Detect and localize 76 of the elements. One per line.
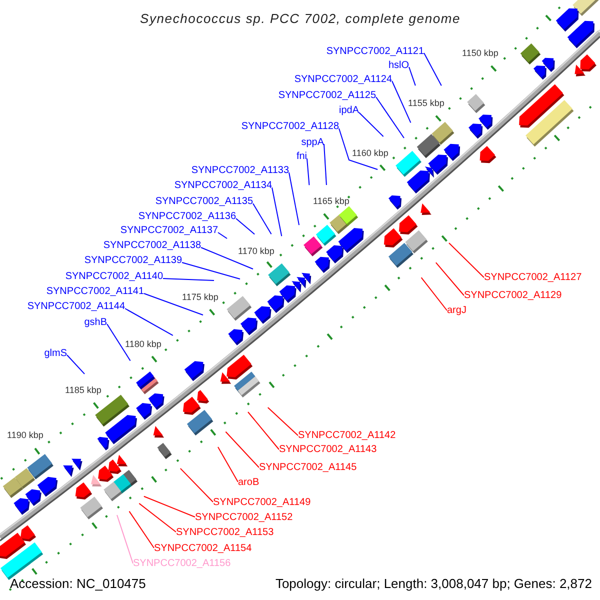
leader-line (392, 80, 412, 124)
gene-label: SYNPCC7002_A1135 (155, 196, 253, 207)
coordinate-label: 1180 kbp (125, 340, 162, 348)
accession-text: Accession: NC_010475 (10, 576, 146, 590)
gene-label: SYNPCC7002_A1156 (133, 558, 231, 569)
gene-label: SYNPCC7002_A1140 (65, 271, 163, 282)
leader-line (324, 144, 327, 186)
coordinate-label: 1185 kbp (65, 386, 102, 395)
leader-line (116, 514, 134, 564)
gene-label: SYNPCC7002_A1133 (191, 165, 289, 176)
coordinate-label: 1170 kbp (238, 246, 274, 256)
leader-line (376, 96, 404, 138)
gene-label: aroB (238, 476, 260, 488)
gene-label: SYNPCC7002_A1138 (103, 240, 201, 251)
leader-line (252, 203, 272, 235)
gene-label: SYNPCC7002_A1134 (174, 180, 272, 191)
coordinate-label: 1155 kbp (408, 98, 444, 108)
leader-line (448, 242, 484, 278)
leader-line (162, 278, 214, 281)
gene-label: SYNPCC7002_A1137 (120, 225, 218, 236)
leader-line (106, 324, 131, 362)
leader-line (288, 172, 300, 226)
coordinate-label: 1150 kbp (462, 48, 498, 58)
gene-label: SYNPCC7002_A1152 (195, 512, 293, 522)
leader-line (144, 293, 204, 316)
gene-label: SYNPCC7002_A1129 (464, 290, 562, 301)
gene-label: SYNPCC7002_A1141 (46, 286, 144, 297)
leader-line (236, 218, 256, 235)
leader-line (272, 187, 282, 237)
leader-line (248, 412, 280, 450)
gene-label: SYNPCC7002_A1153 (176, 526, 274, 538)
leader-line (143, 496, 196, 518)
gene-label: SYNPCC7002_A1128 (241, 121, 339, 132)
leader-line (338, 128, 378, 170)
gene-label: SYNPCC7002_A1144 (27, 301, 125, 312)
leader-line (128, 510, 154, 548)
gene-label: hslO (388, 60, 409, 70)
leader-line (200, 247, 254, 270)
leader-line (182, 262, 240, 280)
gene-label: fni (296, 151, 307, 162)
gene-label: SYNPCC7002_A1149 (213, 496, 311, 508)
leader-line (218, 232, 228, 239)
leader-line (124, 308, 174, 336)
gene-label: argJ (447, 305, 466, 316)
genome-summary-text: Topology: circular; Length: 3,008,047 bp; Genes: 2,872 (275, 576, 592, 590)
gene-label: sppA (301, 136, 324, 148)
gene-label: gshB (84, 316, 107, 328)
leader-line (420, 277, 448, 311)
gene-label: SYNPCC7002_A1136 (138, 211, 236, 222)
leader-line (138, 502, 176, 532)
leader-line (66, 354, 86, 374)
gene-label: SYNPCC7002_A1154 (154, 542, 252, 554)
gene-label: SYNPCC7002_A1142 (298, 430, 396, 441)
gene-label: SYNPCC7002_A1124 (294, 74, 392, 84)
gene-label: SYNPCC7002_A1143 (279, 444, 377, 455)
gene-label: SYNPCC7002_A1127 (484, 272, 582, 283)
leader-line (225, 431, 260, 468)
coordinate-label: 1160 kbp (352, 148, 388, 158)
leader-line (408, 66, 416, 86)
gene-label: SYNPCC7002_A1121 (326, 46, 424, 56)
gene-label: SYNPCC7002_A1145 (259, 462, 357, 473)
coordinate-label: 1190 kbp (7, 431, 44, 440)
leader-line (217, 446, 238, 482)
coordinate-label: 1165 kbp (313, 197, 350, 206)
coordinate-label: 1175 kbp (182, 293, 218, 302)
leader-line (306, 158, 310, 186)
leader-line (424, 52, 442, 86)
leader-line (358, 112, 384, 137)
gene-label: SYNPCC7002_A1139 (84, 255, 182, 266)
diagram-title: Synechococcus sp. PCC 7002, complete genome (140, 10, 461, 26)
gene-label: glmS (44, 348, 67, 358)
gene-label: SYNPCC7002_A1125 (278, 90, 376, 100)
leader-line (180, 468, 214, 502)
leader-line (435, 262, 464, 296)
leader-line (267, 406, 298, 436)
gene-label: ipdA (338, 105, 359, 116)
